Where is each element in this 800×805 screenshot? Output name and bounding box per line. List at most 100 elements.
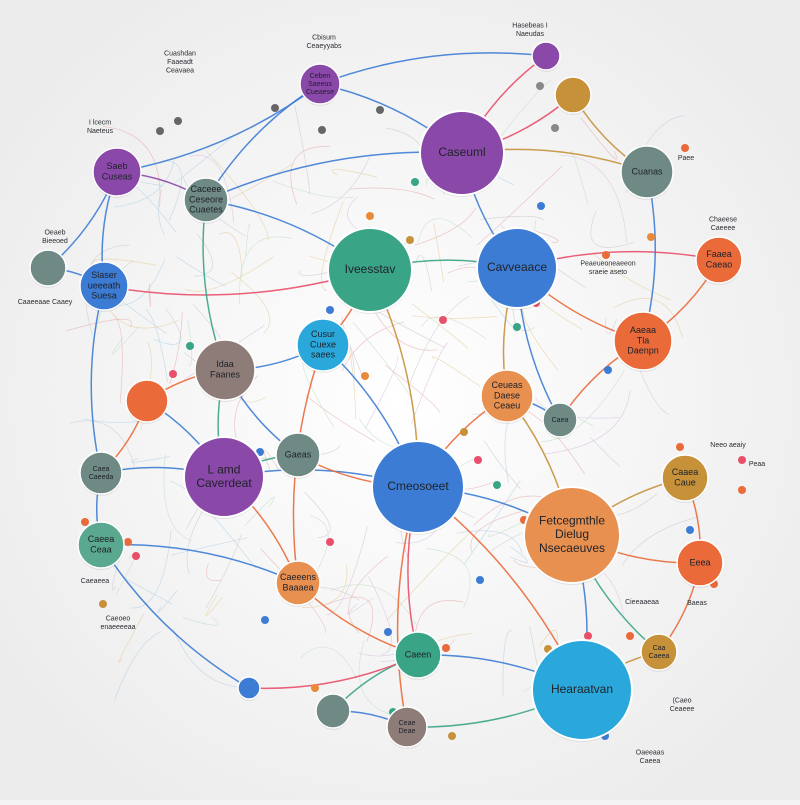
node-label: Ceueas xyxy=(491,380,523,390)
node-n23[interactable]: Gaeas xyxy=(275,432,321,479)
node-label: Caaea xyxy=(672,467,699,477)
node-label: Saeeus xyxy=(308,81,332,88)
node-circle xyxy=(194,339,256,401)
web-line xyxy=(473,495,549,526)
node-n27[interactable]: Caeen xyxy=(394,631,442,680)
node-n21[interactable]: Caea xyxy=(542,402,578,439)
connector-dot xyxy=(602,251,610,259)
web-line xyxy=(470,510,526,552)
node-n16[interactable] xyxy=(125,379,169,424)
web-line xyxy=(347,597,374,615)
web-line xyxy=(239,236,293,304)
external-label-text: Hasebeas I xyxy=(512,23,547,30)
web-line xyxy=(433,223,445,283)
connector-dot xyxy=(99,600,107,608)
node-n1[interactable]: Caseuml xyxy=(419,110,505,197)
node-n9[interactable] xyxy=(554,76,592,115)
web-line xyxy=(218,232,243,279)
web-line xyxy=(591,252,671,301)
connector-dot xyxy=(361,372,369,380)
web-line xyxy=(326,526,368,616)
web-line xyxy=(580,117,618,160)
node-label: Caeeda xyxy=(89,474,114,481)
node-n2[interactable]: Iveesstav xyxy=(327,227,413,314)
web-line xyxy=(114,631,162,701)
node-n33[interactable] xyxy=(237,676,261,701)
node-n3[interactable]: Cavveaace xyxy=(476,227,558,310)
node-circle xyxy=(480,369,534,423)
node-circle xyxy=(695,236,743,284)
node-label: Caeea xyxy=(88,534,115,544)
external-labels: CuashdanFaaeadtCeavaeaCbisumCeaeyyabsHas… xyxy=(18,23,766,765)
web-line xyxy=(231,271,271,334)
web-line xyxy=(153,308,182,345)
web-line xyxy=(464,480,521,564)
external-label-l17: Paee xyxy=(678,155,694,162)
connector-dot xyxy=(81,518,89,526)
node-label: ueeeath xyxy=(88,280,121,290)
external-label-l14: Baeas xyxy=(687,600,707,607)
node-n8[interactable]: Cuanas xyxy=(620,145,674,200)
web-line xyxy=(348,346,357,420)
web-line xyxy=(182,617,219,626)
web-line xyxy=(69,420,135,467)
node-circle xyxy=(613,311,673,371)
connector-dot xyxy=(536,82,544,90)
node-label: Cuexe xyxy=(310,339,336,349)
node-circle xyxy=(237,676,261,700)
external-label-text: Faaeadt xyxy=(167,59,193,66)
background-web-lines xyxy=(66,79,700,724)
connector-dot xyxy=(169,370,177,378)
connector-dot xyxy=(551,124,559,132)
external-label-text: Cieeaaeaa xyxy=(625,599,659,606)
node-n10[interactable] xyxy=(531,41,561,72)
web-line xyxy=(272,180,355,199)
external-label-text: sraeie aseto xyxy=(589,269,627,276)
node-n7[interactable]: Hearaatvan xyxy=(531,639,633,742)
node-label: Caeea xyxy=(649,653,670,660)
node-circle xyxy=(476,227,558,309)
connector-dot xyxy=(681,144,689,152)
node-n31[interactable] xyxy=(315,693,351,730)
node-n14[interactable] xyxy=(29,249,67,288)
node-label: Dielug xyxy=(555,527,589,541)
web-line xyxy=(412,315,497,319)
connector-dot xyxy=(460,428,468,436)
node-label: Suesa xyxy=(91,291,117,301)
node-circle xyxy=(79,261,129,311)
node-circle xyxy=(531,41,561,71)
web-line xyxy=(205,594,223,617)
connector-dot xyxy=(186,342,194,350)
node-n22[interactable]: Eeea xyxy=(676,539,724,588)
web-line xyxy=(176,256,225,287)
node-circle xyxy=(315,693,351,729)
connector-dot xyxy=(513,323,521,331)
node-n4[interactable]: Cmeosoeet xyxy=(371,440,465,535)
external-label-text: Bieeoed xyxy=(42,238,68,245)
external-label-text: Caeea xyxy=(640,758,661,765)
connector-dot xyxy=(439,316,447,324)
node-label: Cueaese xyxy=(306,89,334,96)
